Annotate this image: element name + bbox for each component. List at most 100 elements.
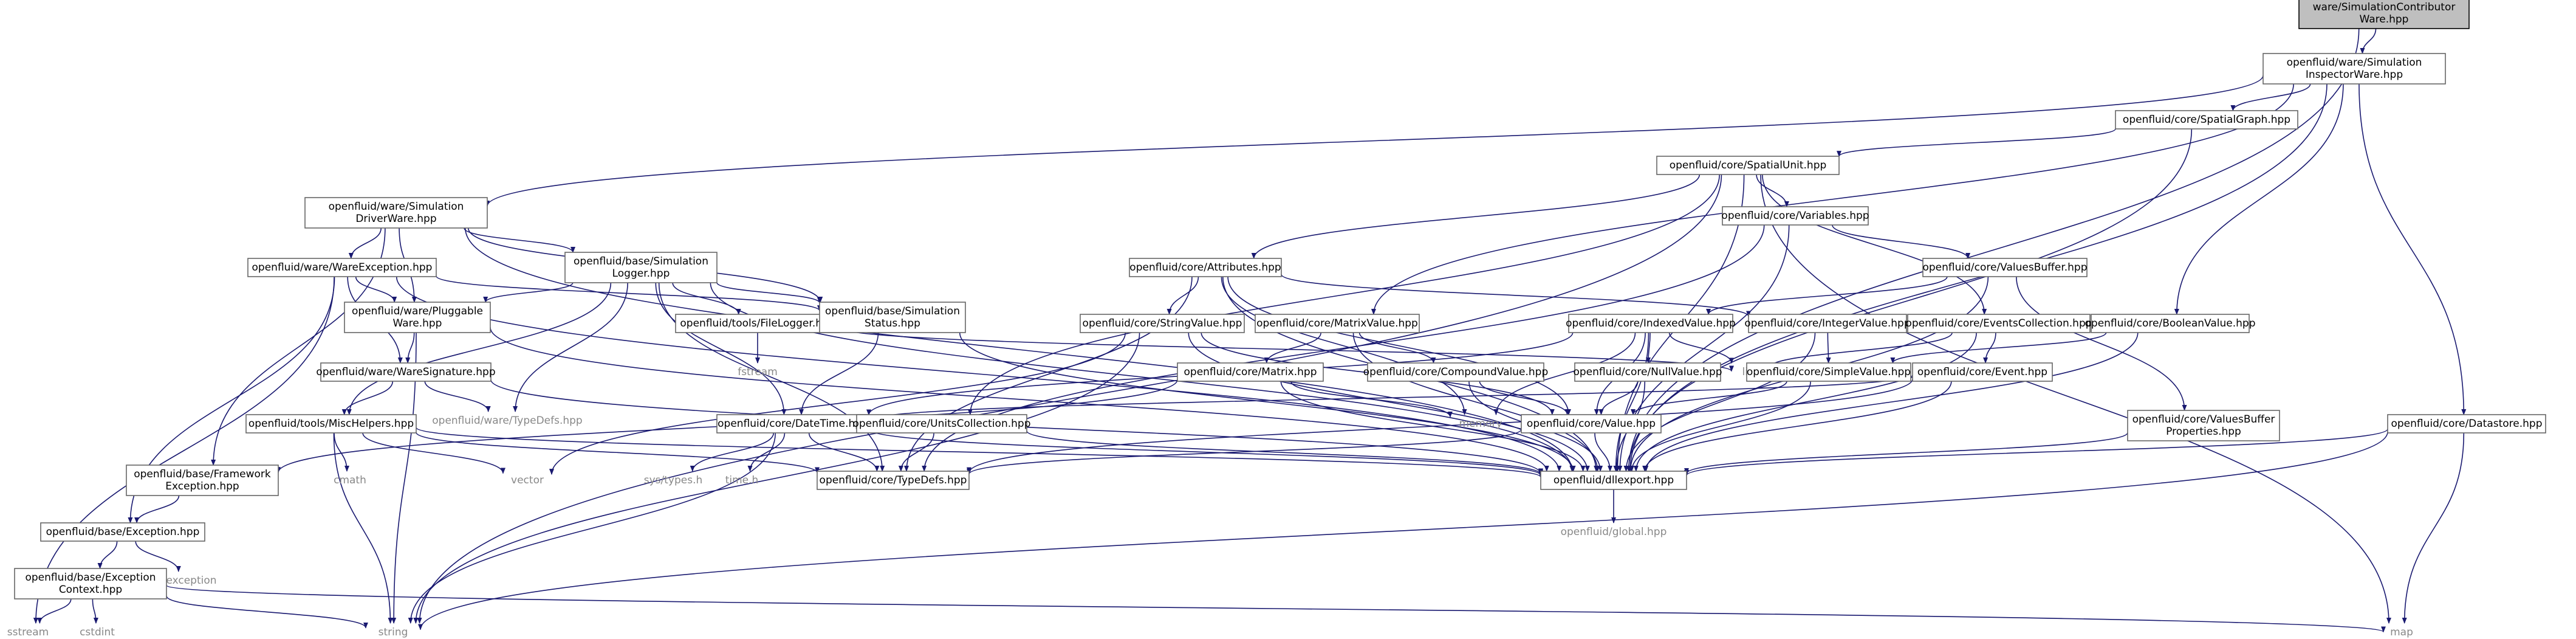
node-integervalue[interactable]: openfluid/core/IntegerValue.hpp: [1744, 314, 1911, 333]
edge-line: [416, 432, 820, 474]
node-nullvalue[interactable]: openfluid/core/NullValue.hpp: [1573, 362, 1722, 382]
node-label: openfluid/base/Framework: [134, 468, 271, 480]
edge-pluggable-to-string: [391, 332, 417, 624]
edge-pluggable-to-waresignature: [405, 332, 415, 364]
node-box: [2263, 53, 2446, 85]
node-unitscoll[interactable]: openfluid/core/UnitsCollection.hpp: [852, 414, 1031, 433]
edge-line: [1629, 381, 1811, 472]
node-box: [1912, 362, 2053, 382]
node-label: exception: [166, 575, 216, 587]
edge-line: [97, 541, 118, 569]
node-box: [2127, 410, 2280, 441]
node-exception[interactable]: openfluid/base/Exception.hpp: [40, 522, 205, 542]
node-label: memory: [1459, 418, 1502, 430]
edge-line: [1642, 381, 1952, 472]
edge-spatialunit-to-variables: [1756, 174, 1789, 207]
edge-line: [1756, 174, 1789, 207]
edge-line: [1493, 332, 1636, 415]
edge-spatialunit-to-unitscoll: [967, 174, 1720, 415]
node-label: openfluid/ware/WareSignature.hpp: [316, 366, 495, 378]
edge-matrix-to-memory: [1290, 381, 1453, 418]
edge-line: [483, 282, 574, 303]
edge-line: [33, 276, 335, 624]
node-map: map: [2390, 626, 2413, 638]
node-matrixvalue[interactable]: openfluid/core/MatrixValue.hpp: [1255, 314, 1420, 333]
edge-simdriver-to-simlogger: [464, 227, 575, 253]
node-datetime[interactable]: openfluid/core/DateTime.hpp: [716, 414, 869, 433]
node-inspector[interactable]: openfluid/ware/SimulationInspectorWare.h…: [2263, 53, 2446, 85]
node-booleanvalue[interactable]: openfluid/core/BooleanValue.hpp: [2085, 314, 2256, 333]
node-label: openfluid/tools/FileLogger.hpp: [680, 317, 835, 330]
edge-exception-to-excontext: [97, 541, 118, 569]
node-attributes[interactable]: openfluid/core/Attributes.hpp: [1129, 258, 1282, 277]
node-waresignature[interactable]: openfluid/ware/WareSignature.hpp: [316, 362, 496, 382]
edge-line: [1706, 276, 1948, 315]
node-box: [675, 314, 840, 333]
edge-datetime-to-string: [408, 432, 776, 624]
node-value[interactable]: openfluid/core/Value.hpp: [1521, 414, 1662, 433]
node-vbprops[interactable]: openfluid/core/ValuesBufferProperties.hp…: [2127, 410, 2280, 441]
edge-attributes-to-memory: [1221, 276, 1467, 415]
node-matrix[interactable]: openfluid/core/Matrix.hpp: [1177, 362, 1324, 382]
edge-attributes-to-coretypedefs: [904, 276, 1193, 472]
node-label: openfluid/core/MatrixValue.hpp: [1256, 317, 1418, 330]
node-label: sstream: [7, 626, 49, 638]
node-label: openfluid/core/DateTime.hpp: [718, 418, 868, 430]
node-variables[interactable]: openfluid/core/Variables.hpp: [1721, 206, 1869, 226]
node-label: openfluid/ware/Simulation: [329, 201, 464, 213]
edge-line: [1264, 332, 1321, 364]
edge-line: [1633, 332, 1977, 472]
node-label: openfluid/ware/Simulation: [2287, 57, 2422, 69]
node-compoundvalue[interactable]: openfluid/core/CompoundValue.hpp: [1363, 362, 1549, 382]
node-spatialunit[interactable]: openfluid/core/SpatialUnit.hpp: [1656, 156, 1840, 175]
edge-line: [1352, 332, 1600, 472]
node-simplevalue[interactable]: openfluid/core/SimpleValue.hpp: [1746, 362, 1911, 382]
node-stringvalue[interactable]: openfluid/core/StringValue.hpp: [1080, 314, 1245, 333]
edge-spatialunit-to-string: [417, 174, 1722, 624]
edge-mischelpers-to-dllexport: [416, 427, 1543, 478]
node-box: [1656, 156, 1840, 175]
node-coretypedefs[interactable]: openfluid/core/TypeDefs.hpp: [817, 471, 970, 490]
node-datastore[interactable]: openfluid/core/Datastore.hpp: [2387, 414, 2546, 433]
edge-line: [1626, 128, 2193, 472]
node-mischelpers[interactable]: openfluid/tools/MiscHelpers.hpp: [245, 414, 417, 433]
node-spatialgraph[interactable]: openfluid/core/SpatialGraph.hpp: [2115, 110, 2298, 130]
edge-line: [416, 427, 1543, 478]
node-label: string: [379, 626, 408, 638]
edge-line: [92, 598, 98, 624]
edge-line: [2016, 276, 2187, 411]
node-label: Ware.hpp: [393, 317, 442, 330]
edge-booleanvalue-to-simplevalue: [1890, 332, 2107, 364]
edge-eventscoll-to-event: [1983, 332, 1996, 364]
node-eventscoll[interactable]: openfluid/core/EventsCollection.hpp: [1905, 314, 2092, 333]
edge-line: [1281, 274, 1751, 317]
edge-line: [490, 327, 1549, 472]
edge-line: [1628, 83, 2328, 472]
node-label: Context.hpp: [59, 584, 122, 596]
node-event[interactable]: openfluid/core/Event.hpp: [1912, 362, 2053, 382]
edge-line: [333, 432, 393, 624]
node-fstream: fstream: [738, 366, 778, 378]
node-stdexception: exception: [166, 575, 216, 587]
node-wareexception[interactable]: openfluid/ware/WareException.hpp: [247, 258, 437, 277]
edge-wareexception-to-pluggable: [355, 276, 397, 303]
edge-line: [1221, 276, 1467, 415]
node-indexedvalue[interactable]: openfluid/core/IndexedValue.hpp: [1566, 314, 1736, 333]
edge-unitscoll-to-dllexport: [1026, 430, 1543, 475]
node-filelogger[interactable]: openfluid/tools/FileLogger.hpp: [675, 314, 840, 333]
node-box: [1080, 314, 1245, 333]
edge-waresignature-to-waretypedefs: [424, 381, 491, 412]
edge-line: [334, 432, 349, 472]
node-dllexport[interactable]: openfluid/dllexport.hpp: [1540, 471, 1687, 490]
node-label: Properties.hpp: [2166, 426, 2241, 438]
edge-line: [1890, 332, 2107, 364]
node-valuesbuffer[interactable]: openfluid/core/ValuesBuffer.hpp: [1922, 258, 2088, 277]
edge-stringvalue-to-vector: [549, 332, 1126, 475]
